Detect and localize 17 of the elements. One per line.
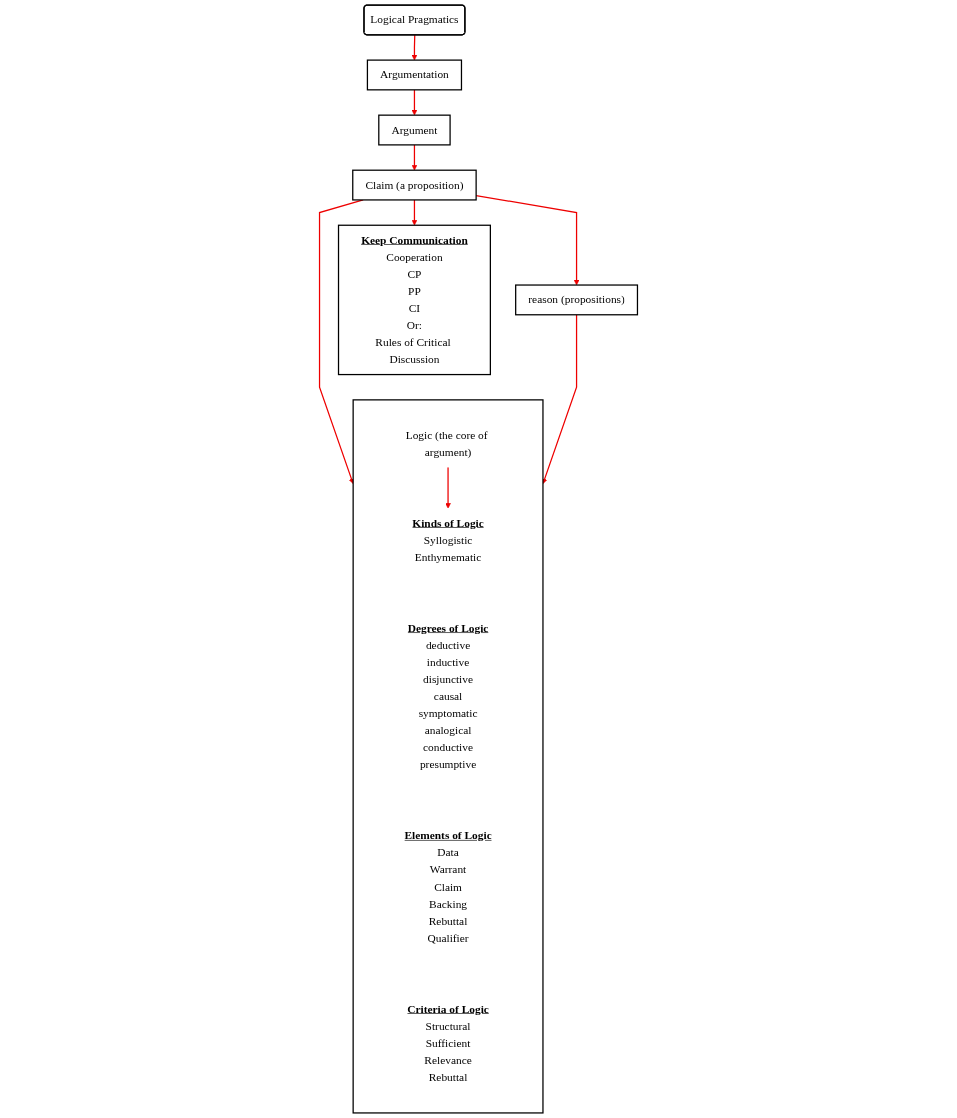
node-box: Keep Communication Cooperation CP PP CI Or: Rules of Critical Discussion: [337, 224, 491, 376]
node-text: Elements of Logic Data Warrant Claim Backing Rebuttal Qualifier: [404, 829, 492, 945]
arrow: [542, 314, 578, 484]
node-box: Argumentation: [366, 59, 463, 91]
arrow: [411, 199, 418, 226]
node-box: reason (propositions): [515, 284, 639, 316]
node-box: Claim (a proposition): [352, 169, 477, 201]
arrow: [411, 34, 418, 61]
node-text: Degrees of Logic deductive inductive disjunctive causal symptomatic analogical conductive presumptive: [407, 621, 489, 771]
node-text: Criteria of Logic Structural Sufficient Relevance Rebuttal: [407, 1002, 489, 1084]
cluster: [352, 399, 544, 1114]
arrow: [411, 89, 418, 116]
arrow: [411, 144, 418, 171]
node-text: Logic (the core of argument): [405, 428, 488, 459]
arrow: [445, 466, 451, 509]
node-text: Kinds of Logic Syllogistic Enthymematic: [412, 516, 484, 564]
node-box: Argument: [378, 114, 451, 146]
